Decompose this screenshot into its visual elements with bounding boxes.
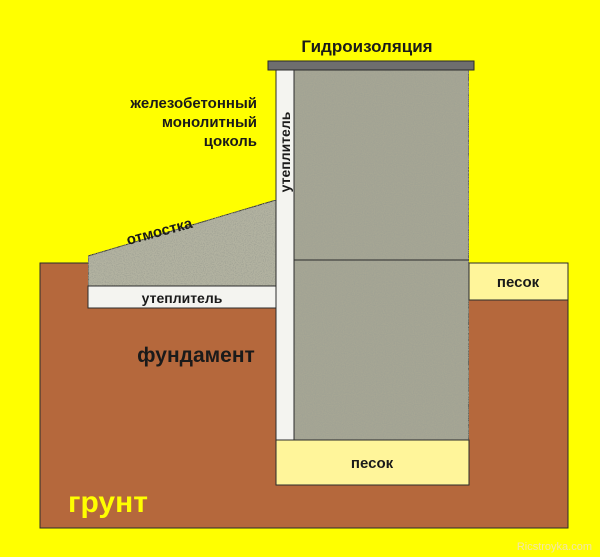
plinth-label-line3: цоколь: [204, 133, 257, 150]
plinth-label-line1: железобетонный: [129, 95, 257, 112]
sand-bottom-label: песок: [351, 455, 394, 472]
waterproofing-label: Гидроизоляция: [301, 37, 432, 56]
waterproofing-layer: [267, 60, 475, 71]
soil-label: грунт: [68, 486, 148, 519]
insulation-vertical-label: утеплитель: [277, 111, 293, 192]
concrete-plinth: [293, 69, 470, 261]
plinth-label-line2: монолитный: [162, 114, 257, 131]
concrete-foundation: [293, 259, 470, 441]
insulation-horizontal-label: утеплитель: [142, 290, 223, 306]
sand-right: [468, 262, 569, 301]
watermark-label: Ricstroyka.com: [517, 541, 592, 553]
blind-area: [87, 199, 277, 287]
sand-bottom: [275, 439, 470, 486]
foundation-label: фундамент: [137, 344, 255, 367]
sand-right-label: песок: [497, 274, 540, 291]
